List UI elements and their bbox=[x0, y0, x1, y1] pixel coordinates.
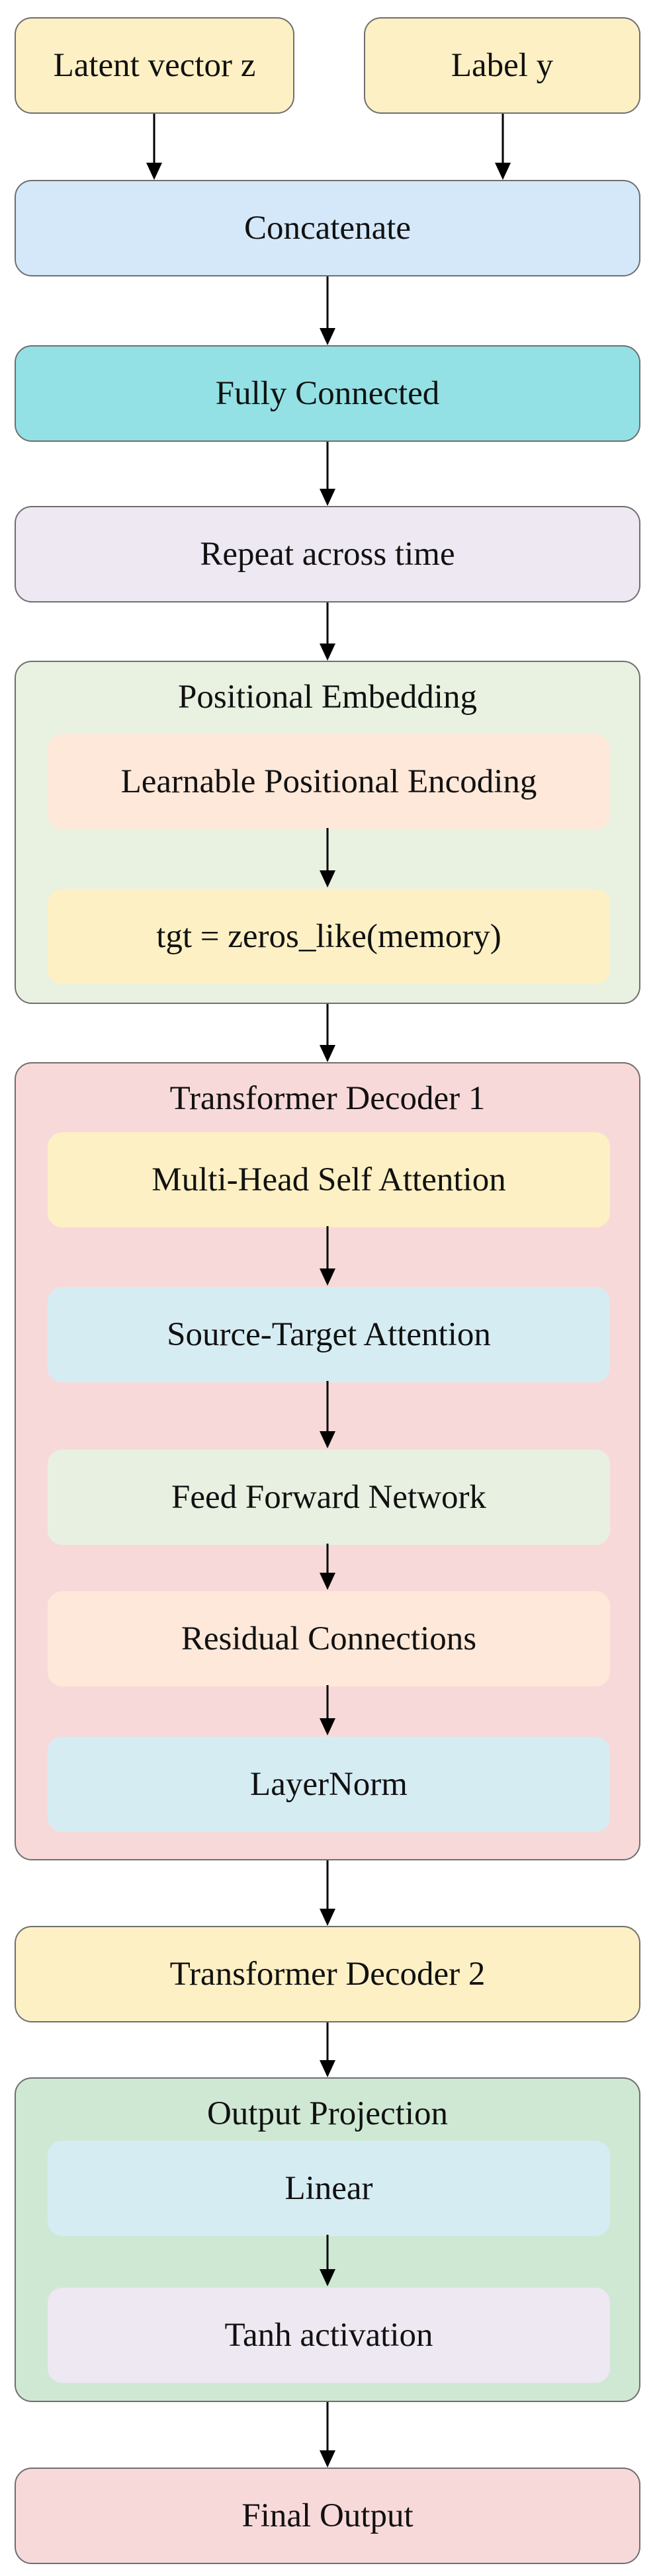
arrow-repeat-to-positional-embedding bbox=[320, 602, 335, 661]
arrow-latent-to-concatenate bbox=[146, 114, 162, 180]
arrow-pos-encoding-to-tgt bbox=[320, 828, 335, 888]
tanh-activation-label: Tanh activation bbox=[224, 2316, 433, 2354]
arrow-output-projection-to-final bbox=[320, 2402, 335, 2468]
arrow-source-target-to-feed-forward bbox=[320, 1381, 335, 1448]
transformer-decoder-1-group: Transformer Decoder 1 Multi-Head Self At… bbox=[15, 1062, 640, 1860]
linear-node: Linear bbox=[48, 2141, 610, 2236]
feed-forward-network-label: Feed Forward Network bbox=[171, 1478, 486, 1516]
fully-connected-node: Fully Connected bbox=[15, 345, 640, 442]
arrow-positional-embedding-to-decoder-1 bbox=[320, 1004, 335, 1062]
multi-head-self-attention-node: Multi-Head Self Attention bbox=[48, 1132, 610, 1227]
positional-embedding-group: Positional Embedding Learnable Positiona… bbox=[15, 661, 640, 1004]
source-target-attention-label: Source-Target Attention bbox=[167, 1315, 491, 1353]
arrow-linear-to-tanh bbox=[320, 2235, 335, 2286]
arrow-feed-forward-to-residual bbox=[320, 1544, 335, 1590]
tgt-zeros-like-memory-label: tgt = zeros_like(memory) bbox=[156, 917, 502, 955]
learnable-positional-encoding-label: Learnable Positional Encoding bbox=[120, 763, 537, 800]
arrow-label-to-concatenate bbox=[495, 114, 511, 180]
feed-forward-network-node: Feed Forward Network bbox=[48, 1450, 610, 1545]
residual-connections-node: Residual Connections bbox=[48, 1591, 610, 1686]
layernorm-node: LayerNorm bbox=[48, 1737, 610, 1832]
positional-embedding-title: Positional Embedding bbox=[178, 679, 477, 716]
latent-vector-node: Latent vector z bbox=[15, 17, 294, 114]
final-output-label: Final Output bbox=[241, 2497, 414, 2534]
repeat-across-time-label: Repeat across time bbox=[200, 535, 455, 573]
multi-head-self-attention-label: Multi-Head Self Attention bbox=[152, 1161, 506, 1198]
concatenate-node: Concatenate bbox=[15, 180, 640, 276]
arrow-residual-to-layernorm bbox=[320, 1685, 335, 1735]
final-output-node: Final Output bbox=[15, 2468, 640, 2564]
arrow-decoder-1-to-decoder-2 bbox=[320, 1860, 335, 1926]
learnable-positional-encoding-node: Learnable Positional Encoding bbox=[48, 734, 610, 829]
concatenate-label: Concatenate bbox=[243, 209, 412, 247]
arrow-concatenate-to-fully-connected bbox=[320, 276, 335, 345]
arrow-self-attention-to-source-target bbox=[320, 1226, 335, 1286]
label-node: Label y bbox=[364, 17, 640, 114]
transformer-decoder-2-label: Transformer Decoder 2 bbox=[169, 1955, 486, 1993]
transformer-decoder-1-title: Transformer Decoder 1 bbox=[169, 1080, 486, 1117]
fully-connected-label: Fully Connected bbox=[215, 374, 440, 412]
transformer-decoder-2-node: Transformer Decoder 2 bbox=[15, 1926, 640, 2022]
repeat-across-time-node: Repeat across time bbox=[15, 506, 640, 602]
arrow-decoder-2-to-output-projection bbox=[320, 2022, 335, 2077]
arrow-fully-connected-to-repeat bbox=[320, 442, 335, 506]
layernorm-label: LayerNorm bbox=[250, 1765, 408, 1803]
source-target-attention-node: Source-Target Attention bbox=[48, 1287, 610, 1382]
linear-label: Linear bbox=[284, 2169, 373, 2207]
tgt-zeros-like-memory-node: tgt = zeros_like(memory) bbox=[48, 889, 610, 984]
output-projection-title: Output Projection bbox=[206, 2095, 449, 2132]
latent-vector-label: Latent vector z bbox=[53, 46, 256, 84]
tanh-activation-node: Tanh activation bbox=[48, 2288, 610, 2383]
residual-connections-label: Residual Connections bbox=[181, 1620, 477, 1657]
label-y-label: Label y bbox=[451, 46, 554, 84]
